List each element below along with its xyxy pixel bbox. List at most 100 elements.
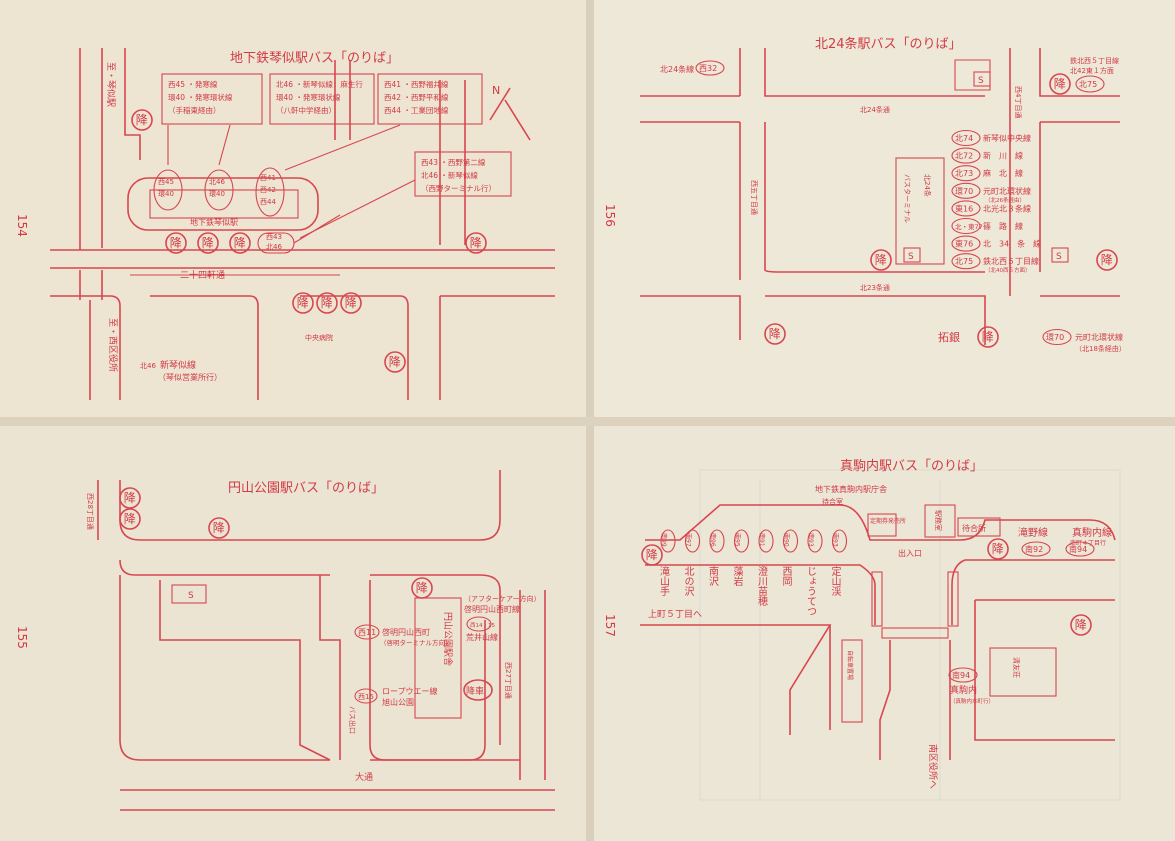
page-title: 北24条駅バス「のりば」 [815,36,962,52]
route-code-badge: 西14・15 [466,616,495,632]
page-number: 155 [15,626,29,649]
svg-text:S: S [908,252,914,262]
route-sub: 旭山公園 [382,697,414,707]
alight-circle-icon: 降 [465,232,487,254]
route-name: 啓明円山西町線 [464,604,520,614]
route-line: 環40 ・発寒環状線 [168,92,233,102]
route-code: 南92 [1025,544,1043,554]
route-code: 西44 [260,198,276,206]
platform-stop: 南99 滝山手 [658,529,676,597]
route-name: 北42東１方面 [1070,66,1114,75]
route-code: 南93 [807,533,815,547]
route-name: 元町北環状線 [983,186,1031,196]
stop-oval-icon [153,169,183,211]
alight-label: 降 [389,355,401,369]
route-line: （八軒中学経由） [276,105,336,115]
page-155: 円山公園駅バス「のりば」 155 円山公園駅舎 西28丁目通 西27丁目通 大通… [15,470,555,811]
route-sub: （北18条経由） [1075,344,1126,353]
svg-text:S: S [1056,252,1062,262]
alight-label: 降 [202,236,214,250]
alight-circle-icon: 降 [197,232,219,254]
alight-label: 降 [321,296,333,310]
alight-circle-icon: 降 [764,323,786,345]
stop-name: 滝山手 [658,566,670,597]
alight-circle-icon: 降 [1070,614,1092,636]
page-number: 154 [15,214,29,237]
route-code: 南99 [660,533,668,547]
route-code: 北75 [1079,80,1097,89]
route-line: 西41 ・西野福井線 [384,79,449,89]
route-code: 北75 [955,257,973,266]
svg-text:N: N [492,84,500,97]
route-line: 北46 ・新琴似線：麻生行 [276,79,363,89]
stop-name: 北の沢 [682,566,694,597]
route-code: 西15 [358,693,374,701]
page-157: 真駒内駅バス「のりば」 157 地下鉄真駒内駅庁舎 待合室 定期券発売所 駅務室… [603,458,1116,789]
terminal-label: 北24条 [923,174,932,197]
route-code: 東16 [955,203,973,213]
route-sub: （アフターケアー方向） [464,594,541,603]
route-code-badge: 南94 [1065,541,1095,557]
route-code: 南93 [832,533,840,547]
street-label: 西4丁目通 [1014,86,1023,118]
station-label: 地下鉄琴似駅 [190,217,238,227]
stop-name: 定山渓 [829,565,841,597]
alight-circle-icon: 降 [384,351,406,373]
route-code: 南94 [1069,544,1087,554]
route-name: ロープウエー線 [382,686,438,696]
alight-label: 降 [136,113,148,127]
route-sub: （北26条経由） [985,196,1025,204]
route-code-badge: 南92 [1021,541,1051,557]
alight-circle-icon: 降 [641,544,663,566]
svg-text:S: S [188,591,194,601]
park-label: 清友荘 [1012,657,1021,678]
page-number: 156 [603,204,617,227]
route-sub: （北40西５方面） [985,266,1031,274]
terminal-label: バスターミナル [903,174,912,223]
route-name: 北24条線 [660,64,694,74]
route-code: 西32 [699,64,717,73]
route-line: （手稲東経由） [168,105,221,115]
page-title: 真駒内駅バス「のりば」 [840,458,983,474]
street-label: 西27丁目通 [504,662,513,699]
alight-label: 降 [170,236,182,250]
route-name: 真駒内 [950,684,977,696]
page-title: 円山公園駅バス「のりば」 [228,481,384,496]
route-code-badge: 北・東77 [951,217,983,235]
route-code-badge: 環70 [951,182,981,199]
route-code: 環70 [955,187,973,196]
street-label: バス出口 [348,706,357,734]
route-code: 環70 [1046,333,1064,342]
route-code: 北74 [955,134,973,143]
route-code-badge: 北74 [951,129,981,147]
route-name: 北 34 条 線 [983,239,1041,249]
route-code: 西14・15 [470,622,495,629]
alight-circle-icon: 降 [292,292,314,314]
alight-car-icon: 降車 [463,679,493,701]
place-label: 待合室 [822,497,843,506]
route-code: 北46 [266,243,282,251]
route-code-badge: 東76 [951,235,981,252]
route-line: （西野ターミナル行） [421,183,496,193]
street-label: 北23条通 [860,283,890,292]
route-name: 鉄北西５丁目線 [1070,56,1119,65]
s-box-icon: S [973,71,991,87]
route-code: 北46 [209,178,225,186]
svg-text:S: S [978,76,984,86]
route-code: 南91 [758,533,766,547]
route-code: 北46 [140,362,156,370]
s-box-icon: S [903,247,921,263]
route-name: 新琴似中央線 [983,133,1031,143]
street-label: 北24条通 [860,105,890,114]
street-label: 二十四軒通 [180,269,225,281]
route-line: 環40 ・発寒環状線 [276,92,341,102]
alight-label: 降 [124,491,136,505]
